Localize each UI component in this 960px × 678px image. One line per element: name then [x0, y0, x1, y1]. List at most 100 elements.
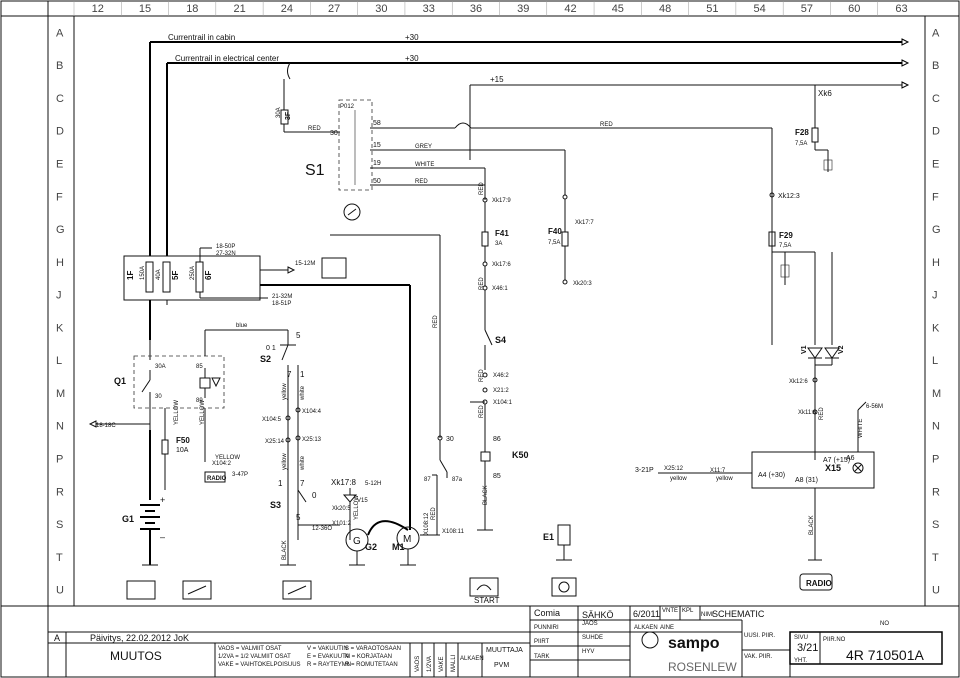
nimi-label: NIMI	[701, 612, 714, 618]
s1-t19: 19	[373, 160, 381, 167]
comia-label: Comia	[534, 608, 560, 618]
x104-5: X104:5	[262, 417, 282, 423]
fuse-40a: 40A	[156, 269, 162, 280]
row-label: J	[932, 290, 938, 302]
s3-0: 0	[312, 491, 317, 500]
ref-5-12: 5-12H	[365, 481, 381, 487]
piir-no-label: PIIR.NO	[823, 637, 846, 643]
ignition-switch-s1: 30A 3F RED 30 P012 58 15 19 50 RED GREY …	[276, 79, 773, 330]
s1-t30: 30	[330, 130, 338, 137]
s2-5: 5	[296, 331, 301, 340]
x15-label: X15	[825, 463, 841, 473]
rail-15-label: +15	[490, 75, 504, 84]
date-label: 6/2011	[633, 609, 660, 619]
column-label: 63	[895, 3, 907, 15]
x20-3: Xk20:3	[573, 281, 592, 287]
row-label: K	[932, 322, 940, 334]
row-label: A	[932, 27, 940, 39]
s1-fuse-label: 3F	[285, 111, 292, 120]
legend-0: VAOS = VALMIIT OSAT	[218, 646, 282, 652]
v2-label: V2	[838, 345, 845, 354]
start-symbol-icon	[469, 577, 499, 597]
wire-red-k50: RED	[433, 315, 439, 328]
k50-87a: 87a	[452, 477, 463, 483]
row-label: B	[932, 60, 939, 72]
row-label: R	[932, 486, 940, 498]
sampo-logo-icon	[641, 631, 659, 649]
column-label: 51	[706, 3, 718, 15]
row-label: U	[56, 585, 64, 597]
brand-label: sampo	[668, 635, 720, 652]
row-label: S	[56, 519, 63, 531]
rail-cabin-label: Currentrail in cabin	[168, 33, 235, 42]
row-label: J	[56, 290, 62, 302]
switch-symbol2-icon	[282, 580, 312, 600]
f50-label: F50	[176, 436, 190, 445]
wire-red-50: RED	[415, 179, 428, 185]
x46-1: X46:1	[492, 286, 508, 292]
s1-fuse-amp: 30A	[276, 107, 282, 118]
legend3-0: S = VARAOTOSAAN	[345, 646, 401, 652]
ref-21-32: 21-32M	[272, 294, 292, 300]
s4-label: S4	[495, 335, 506, 345]
row-label: B	[56, 60, 63, 72]
g2-label: G2	[365, 542, 377, 552]
x108-11: X108:11	[442, 529, 465, 535]
page-number: 3/21	[797, 642, 818, 654]
k50-30: 30	[446, 436, 454, 443]
row-label: M	[932, 388, 941, 400]
fuse-250a: 250A	[190, 266, 196, 280]
column-label: 33	[423, 3, 435, 15]
row-label: H	[932, 257, 940, 269]
rev-letter: A	[54, 633, 60, 643]
row-label: C	[932, 93, 940, 105]
f50-val: 10A	[176, 447, 189, 454]
vert-vake: VAKE	[439, 656, 445, 672]
row-label: S	[932, 519, 939, 531]
row-label: T	[932, 552, 939, 564]
alkaen2-label: ALKAEN	[634, 625, 658, 631]
fuse-150a: 150A	[140, 266, 146, 280]
f40-val: 7,5A	[548, 240, 560, 246]
wire-grey-label: GREY	[415, 144, 432, 150]
column-label: 36	[470, 3, 482, 15]
row-label: D	[56, 126, 64, 138]
sivu-label: SIVU	[794, 635, 808, 641]
column-label: 45	[612, 3, 624, 15]
s2-1: 1	[300, 370, 305, 379]
switch-symbol-icon	[182, 580, 212, 600]
column-label: 27	[328, 3, 340, 15]
s1-label: S1	[305, 162, 325, 179]
yht-label: YHT.	[794, 658, 807, 664]
column-label: 15	[139, 3, 151, 15]
legend-1: 1/2VA = 1/2 VALMIIT OSAT	[218, 654, 291, 660]
fuses-f28-f29: F28 7,5A Xk12:3 F29 7,5A V1 V2 Xk12:6 Xk…	[768, 127, 883, 460]
ref-3-47: 3-47P	[232, 472, 248, 478]
row-label: R	[56, 486, 64, 498]
column-label: 12	[92, 3, 104, 15]
bottom-symbols: START	[126, 577, 577, 605]
s3-5: 5	[296, 513, 301, 522]
start-label: START	[474, 596, 500, 605]
row-label: E	[932, 159, 939, 171]
s3-7: 7	[300, 479, 305, 488]
x104-1: X104:1	[493, 400, 513, 406]
a4-label: A4 (+30)	[758, 472, 785, 479]
rail-30a-label: +30	[405, 33, 419, 42]
x17-9: Xk17:9	[492, 198, 511, 204]
f28-val: 7,5A	[795, 141, 807, 147]
rail-30b-label: +30	[405, 54, 419, 63]
x11-6: Xk11:6	[798, 410, 817, 416]
column-label: 21	[233, 3, 245, 15]
s1-t50: 50	[373, 178, 381, 185]
q1-30a: 30A	[155, 364, 166, 370]
inner-frame	[73, 15, 926, 607]
ref-27-32: 27-32N	[216, 251, 236, 257]
title-block: A Päivitys, 22.02.2012 JoK MUUTOS VAOS =…	[47, 606, 943, 677]
s1-t58: 58	[373, 120, 381, 127]
legend2-0: V = VAKUUTIN	[307, 646, 348, 652]
q1-label: Q1	[114, 376, 126, 386]
wire-blue-label: blue	[236, 323, 248, 329]
row-label: L	[932, 355, 938, 367]
